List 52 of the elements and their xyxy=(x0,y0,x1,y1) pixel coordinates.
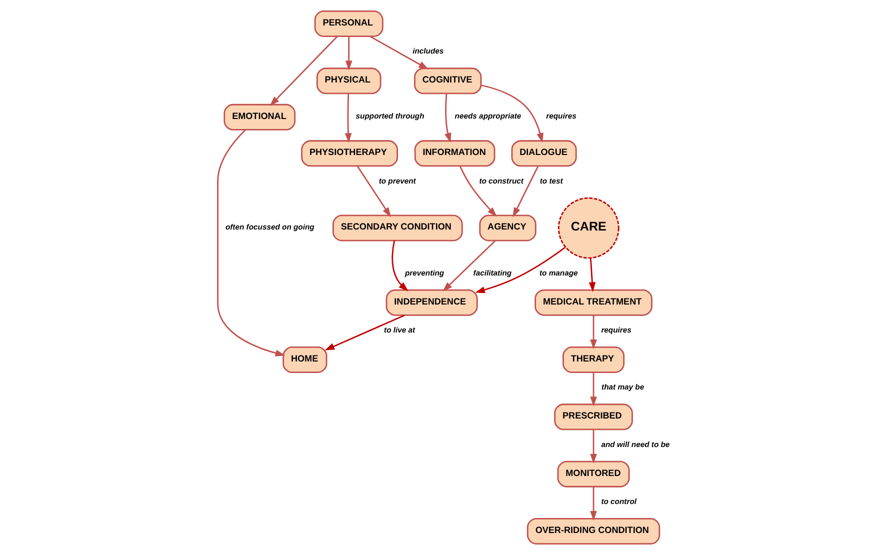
node-box: DIALOGUE xyxy=(511,140,577,167)
arrow xyxy=(590,486,597,521)
node-box: EMOTIONAL xyxy=(224,104,296,130)
edge-label: requires xyxy=(601,325,632,334)
node-box: OVER-RIDING CONDITION xyxy=(526,518,660,544)
arrow xyxy=(512,166,539,218)
node-box: MONITORED xyxy=(557,460,630,488)
edge-label: to live at xyxy=(384,325,416,334)
edge-label: often focussed on going xyxy=(225,222,314,232)
arrow xyxy=(370,36,428,70)
node-box: HOME xyxy=(282,346,328,373)
node-box: PERSONAL xyxy=(314,10,384,37)
node-box: THERAPY xyxy=(562,346,625,373)
arrow xyxy=(270,36,338,106)
edge-label: to construct xyxy=(479,176,524,186)
arrow xyxy=(217,129,286,356)
node-box: INFORMATION xyxy=(414,140,496,167)
node-box: COGNITIVE xyxy=(414,68,482,94)
edge-label: supported through xyxy=(356,111,424,120)
edge-label: needs appropriate xyxy=(454,111,522,120)
edge-label: facilitating xyxy=(473,268,512,278)
node-box: SECONDARY CONDITION xyxy=(332,214,463,242)
edge-label: to prevent xyxy=(378,176,416,186)
arrow xyxy=(444,94,452,143)
arrow xyxy=(324,314,405,350)
node-box: PRESCRIBED xyxy=(554,404,633,430)
node-box: INDEPENDENCE xyxy=(386,289,478,316)
edge-label: to control xyxy=(601,496,637,506)
arrow xyxy=(590,372,597,406)
arrow xyxy=(480,84,544,143)
arrow xyxy=(442,240,496,292)
arrow xyxy=(588,258,596,292)
node-box: MEDICAL TREATMENT xyxy=(534,289,652,316)
arrow xyxy=(475,246,566,294)
arrow xyxy=(459,166,497,217)
arrow xyxy=(590,430,597,464)
arrow xyxy=(356,166,392,218)
edge-label: requires xyxy=(546,111,576,120)
edge-label: to test xyxy=(540,176,563,186)
edge-label: that may be xyxy=(602,382,644,392)
node-circle: CARE xyxy=(558,197,620,259)
edge-label: and will need to be xyxy=(601,440,670,449)
edge-label: to manage xyxy=(540,268,578,278)
node-box: PHYSIOTHERAPY xyxy=(301,140,398,167)
arrow xyxy=(344,93,352,143)
node-box: AGENCY xyxy=(479,214,536,242)
edge-label: preventing xyxy=(404,268,444,278)
arrow xyxy=(392,240,408,292)
arrow xyxy=(590,315,597,350)
node-box: PHYSICAL xyxy=(316,68,382,94)
edge-label: includes xyxy=(412,46,444,56)
arrow xyxy=(345,36,352,70)
